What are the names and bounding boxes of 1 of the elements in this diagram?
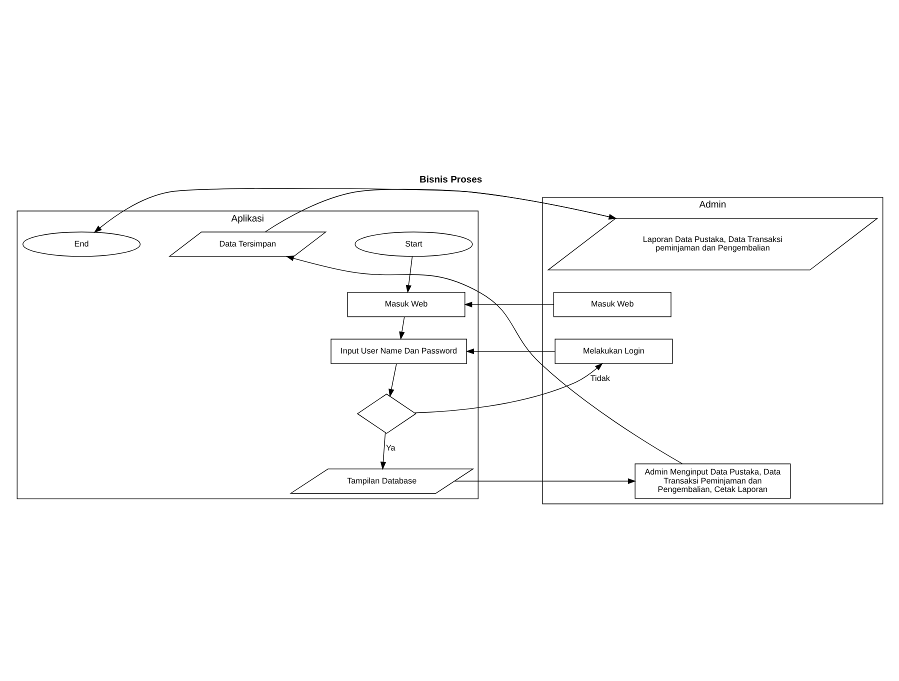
diagram-title: Bisnis Proses	[418, 174, 482, 185]
